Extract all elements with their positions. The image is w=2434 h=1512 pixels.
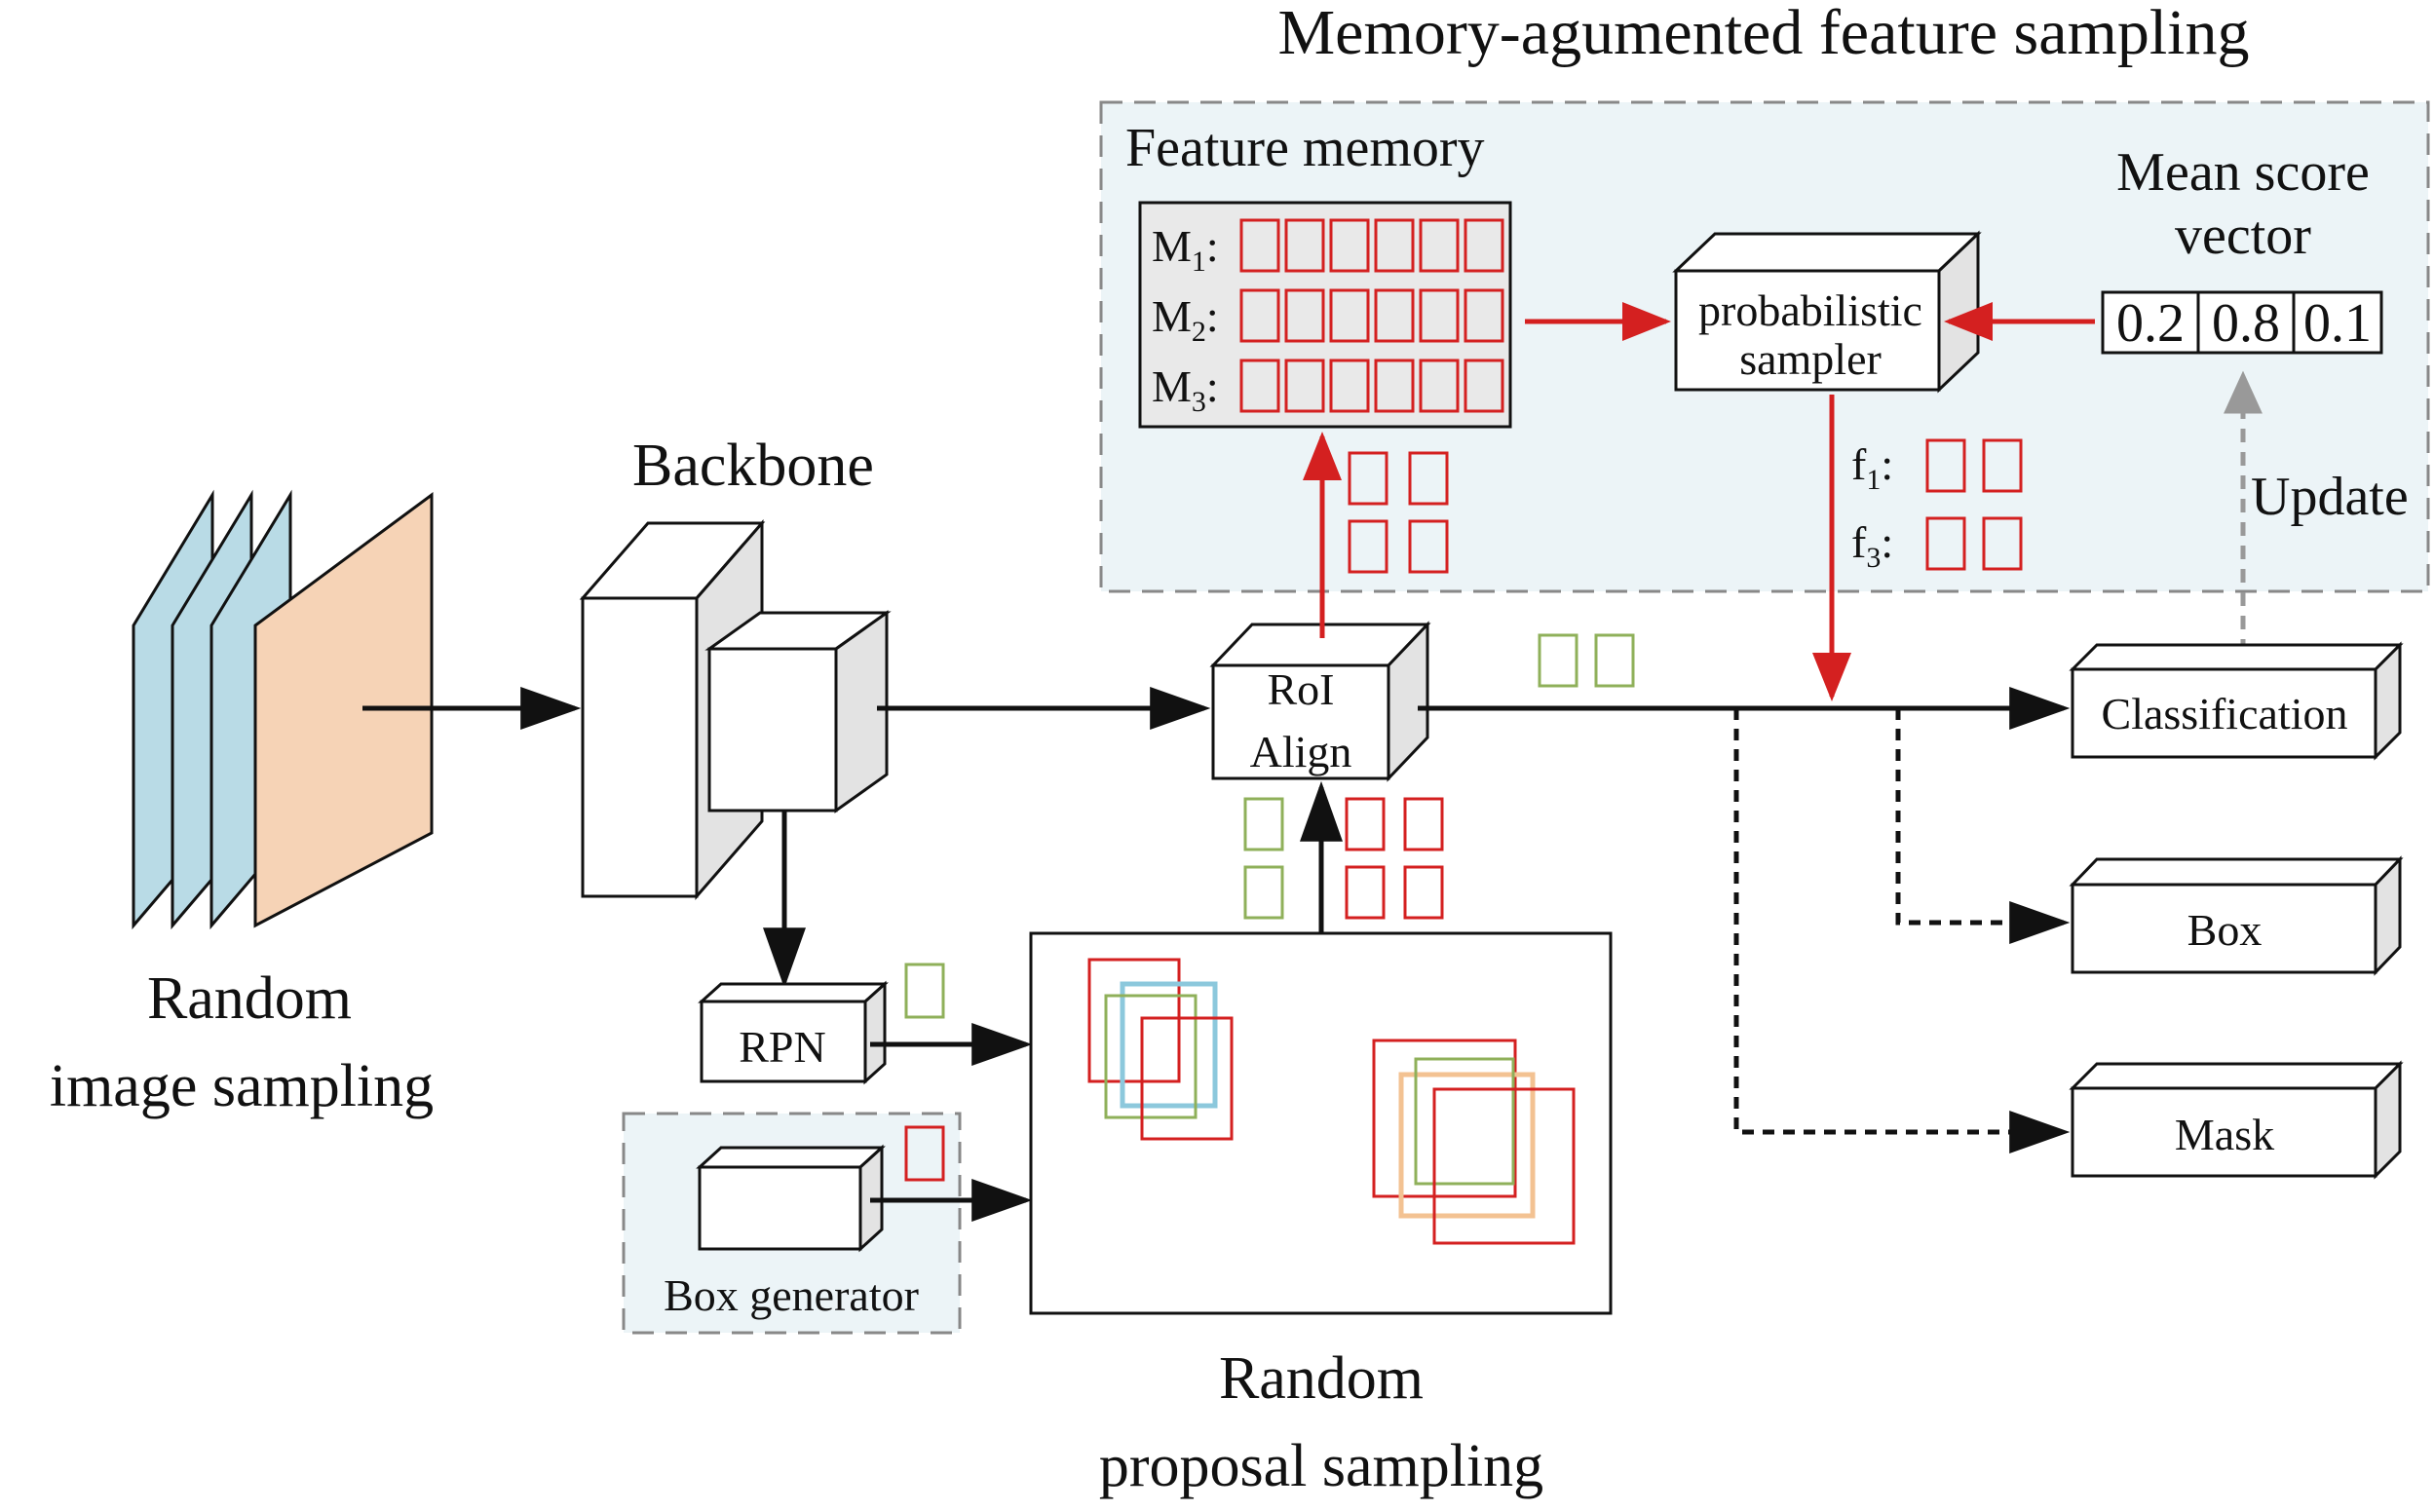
- score-value: 0.1: [2303, 293, 2372, 354]
- memory-row-subscript: 2: [1192, 316, 1206, 348]
- memory-section-title: Memory-agumented feature sampling: [1278, 0, 2250, 68]
- update-label: Update: [2251, 467, 2409, 527]
- memory-cell: [1329, 359, 1370, 413]
- sampled-feature-colon: :: [1881, 439, 1893, 489]
- memory-row-colon: :: [1206, 291, 1219, 341]
- memory-cell: [1464, 218, 1504, 273]
- score-value: 0.8: [2212, 293, 2280, 354]
- backbone-block: [579, 518, 892, 901]
- sampler-label-line1: probabilistic: [1698, 285, 1922, 335]
- memory-cell: [1329, 218, 1370, 273]
- memory-row-label: M2:: [1152, 291, 1219, 348]
- memory-row-colon: :: [1206, 221, 1219, 271]
- generator-proposal-icon: [904, 1125, 945, 1182]
- sampled-feature-cell: [1982, 516, 2023, 571]
- rpn-proposal-icon: [904, 963, 945, 1019]
- proposal-boxes-right: [1372, 1039, 1576, 1245]
- proposal-boxes-left: [1087, 958, 1234, 1141]
- score-cell: [2101, 290, 2200, 355]
- memory-input-red-icons: [1348, 451, 1449, 574]
- memory-rows: M1: M2: M3:: [1152, 218, 1504, 418]
- memory-row-label: M3:: [1152, 361, 1219, 418]
- memory-cell: [1464, 359, 1504, 413]
- box-head: Box: [2069, 855, 2404, 976]
- score-cell: [2196, 290, 2296, 355]
- sampled-feature-colon: :: [1881, 517, 1893, 567]
- memory-row-subscript: 1: [1192, 246, 1206, 278]
- memory-row-label: M1:: [1152, 221, 1219, 278]
- memory-cell: [1329, 288, 1370, 343]
- to-mask-dotted-arrow: [1733, 708, 2071, 1153]
- memory-row-subscript: 3: [1192, 386, 1206, 418]
- score-value: 0.2: [2116, 293, 2185, 354]
- sampled-feature-subscript: 3: [1866, 542, 1881, 574]
- memory-row-colon: :: [1206, 361, 1219, 411]
- to-box-dotted-arrow: [1895, 708, 2071, 944]
- mean-score-title-line1: Mean score: [2116, 142, 2370, 203]
- memory-cell: [1374, 218, 1415, 273]
- image-stack: [132, 489, 434, 930]
- roi-input-red-icons: [1345, 797, 1444, 920]
- feature-memory-title: Feature memory: [1125, 118, 1485, 178]
- sampled-feature-cell: [1925, 516, 1966, 571]
- classification-head: Classification: [2069, 641, 2404, 761]
- random-proposal-label-line1: Random: [1219, 1345, 1424, 1412]
- classification-label: Classification: [2102, 689, 2348, 738]
- random-proposal-label-line2: proposal sampling: [1099, 1433, 1543, 1499]
- memory-cell: [1284, 218, 1325, 273]
- mask-label: Mask: [2175, 1110, 2274, 1159]
- memory-cell: [1239, 218, 1280, 273]
- backbone-label: Backbone: [632, 433, 874, 499]
- feature-memory-box: [1138, 201, 1512, 429]
- memory-cell: [1419, 288, 1460, 343]
- memory-cell: [1284, 359, 1325, 413]
- box-label: Box: [2187, 905, 2263, 955]
- box-generator-block: [696, 1144, 886, 1253]
- rpn-block: RPN: [698, 980, 889, 1085]
- mean-score-title-line2: vector: [2175, 206, 2311, 266]
- random-image-label-line2: image sampling: [50, 1053, 434, 1119]
- mean-score-vector: 0.2 0.8 0.1: [2101, 290, 2383, 355]
- sampled-feature-cell: [1925, 438, 1966, 493]
- memory-cell: [1239, 288, 1280, 343]
- roi-input-green-icons: [1243, 797, 1284, 920]
- sampler-label-line2: sampler: [1739, 334, 1882, 384]
- roi-label-line1: RoI: [1268, 664, 1335, 714]
- memory-cell: [1419, 218, 1460, 273]
- sampled-feature-cell: [1982, 438, 2023, 493]
- memory-cell: [1419, 359, 1460, 413]
- roi-label-line2: Align: [1250, 727, 1352, 776]
- memory-cell: [1284, 288, 1325, 343]
- proposal-canvas: [1029, 931, 1613, 1315]
- score-cell: [2292, 290, 2383, 355]
- memory-cell: [1374, 359, 1415, 413]
- random-image-label-line1: Random: [147, 965, 352, 1032]
- box-generator-label: Box generator: [664, 1270, 919, 1320]
- memory-cell: [1239, 359, 1280, 413]
- rpn-label: RPN: [739, 1022, 825, 1072]
- roi-output-green-icons: [1538, 633, 1635, 688]
- memory-cell: [1374, 288, 1415, 343]
- probabilistic-sampler-block: probabilistic sampler: [1672, 230, 1982, 394]
- roi-align-block: RoI Align: [1209, 621, 1431, 782]
- memory-cell: [1464, 288, 1504, 343]
- sampled-feature-subscript: 1: [1866, 464, 1881, 496]
- mask-head: Mask: [2069, 1060, 2404, 1180]
